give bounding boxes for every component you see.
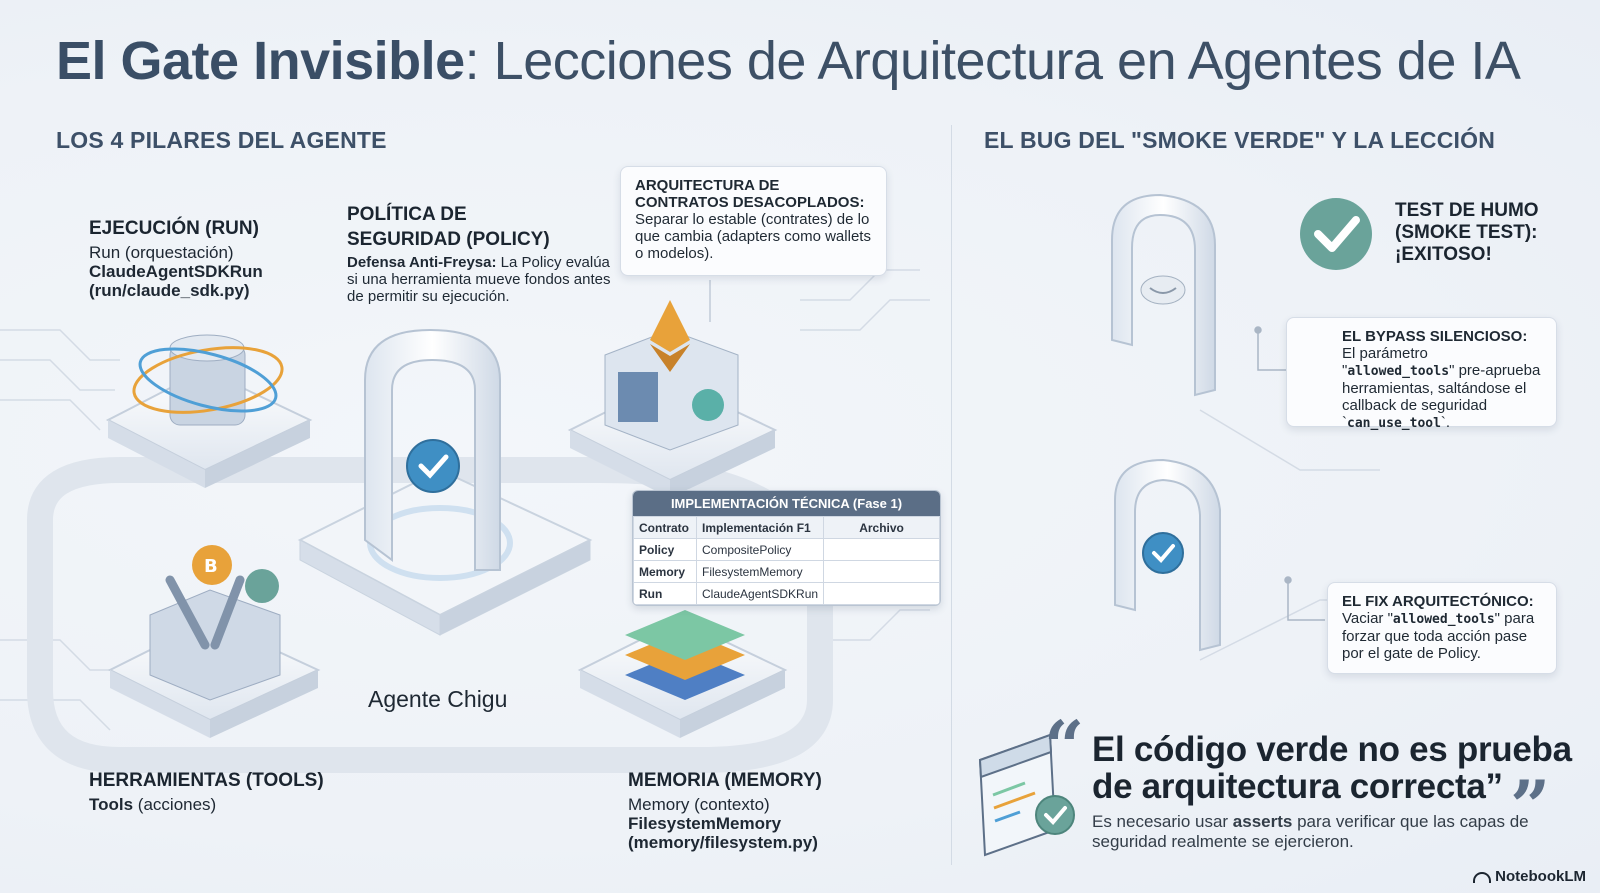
pillar-tools-desc: Tools (acciones) <box>89 795 217 814</box>
page-title: El Gate Invisible: Lecciones de Arquitec… <box>56 31 1521 91</box>
pillar-policy-heading-1: POLÍTICA DE <box>347 204 467 225</box>
pillar-memory: MEMORIA (MEMORY) Memory (contexto) Files… <box>628 770 822 852</box>
memory-platform <box>577 610 788 738</box>
table-row: Memory FilesystemMemory <box>633 560 940 583</box>
table-cell: CompositePolicy <box>695 538 825 561</box>
pillar-tools-heading: HERRAMIENTAS (TOOLS) <box>89 770 324 791</box>
pillar-run-line1: Run (orquestación) <box>89 243 234 262</box>
table-row: Policy CompositePolicy <box>633 538 940 561</box>
code-window-icon <box>978 733 1075 857</box>
pillar-run: EJECUCIÓN (RUN) Run (orquestación) Claud… <box>89 218 263 300</box>
fix-arch <box>1114 458 1221 652</box>
table-row: Run ClaudeAgentSDKRun <box>633 582 940 605</box>
pillar-run-line3: (run/claude_sdk.py) <box>89 281 250 300</box>
section-divider <box>951 125 952 865</box>
quote-text: El código verde no es prueba de arquitec… <box>1092 730 1572 806</box>
connector-lines <box>1254 326 1325 621</box>
check-icon <box>1300 198 1372 270</box>
run-platform <box>105 334 313 488</box>
pillar-policy-desc: Defensa Anti-Freysa: La Policy evalúa si… <box>347 254 611 305</box>
pillar-run-heading: EJECUCIÓN (RUN) <box>89 218 259 239</box>
pillar-run-line2: ClaudeAgentSDKRun <box>89 262 263 281</box>
svg-text:B: B <box>204 556 218 577</box>
central-platform <box>297 328 593 636</box>
close-quote-mark: ” <box>1510 765 1551 848</box>
table-cell: ClaudeAgentSDKRun <box>695 582 825 605</box>
smoke-test-label: TEST DE HUMO(SMOKE TEST):¡EXITOSO! <box>1395 200 1539 265</box>
table-cell: Run <box>633 582 697 605</box>
table-header-row: Contrato Implementación F1 Archivo <box>633 516 940 539</box>
bypass-callout: EL BYPASS SILENCIOSO: El parámetro "allo… <box>1286 317 1557 431</box>
contracts-callout: ARQUITECTURA DE CONTRATOS DESACOPLADOS: … <box>620 166 887 276</box>
table-cell <box>823 560 940 583</box>
table-cell <box>823 582 940 605</box>
table-header: Archivo <box>823 516 940 539</box>
implementation-table: IMPLEMENTACIÓN TÉCNICA (Fase 1) Contrato… <box>632 490 941 606</box>
right-section-heading: EL BUG DEL "SMOKE VERDE" Y LA LECCIÓN <box>984 127 1496 153</box>
agent-label: Agente Chigu <box>368 686 508 712</box>
table-header: Implementación F1 <box>695 516 825 539</box>
pillar-tools: HERRAMIENTAS (TOOLS) Tools (acciones) <box>89 770 324 814</box>
table-cell: Memory <box>633 560 697 583</box>
table-cell: FilesystemMemory <box>695 560 825 583</box>
brand-logo: NotebookLM <box>1473 868 1586 885</box>
open-quote-mark: “ <box>1044 705 1085 788</box>
pillar-policy-heading-2: SEGURIDAD (POLICY) <box>347 229 550 250</box>
notebooklm-icon <box>1473 871 1492 883</box>
quote-subtext: Es necesario usar asserts para verificar… <box>1092 812 1529 851</box>
pillar-memory-line2: FilesystemMemory <box>628 814 782 833</box>
table-title: IMPLEMENTACIÓN TÉCNICA (Fase 1) <box>633 491 940 516</box>
table-cell: Policy <box>633 538 697 561</box>
pillar-memory-line3: (memory/filesystem.py) <box>628 833 818 852</box>
smoke-arch <box>1111 193 1216 397</box>
left-section-heading: LOS 4 PILARES DEL AGENTE <box>56 127 387 153</box>
table-header: Contrato <box>633 516 697 539</box>
tools-platform: B <box>107 545 321 738</box>
table-cell <box>823 538 940 561</box>
pillar-memory-heading: MEMORIA (MEMORY) <box>628 770 822 791</box>
fix-callout: EL FIX ARQUITECTÓNICO: Vaciar "allowed_t… <box>1327 582 1557 674</box>
pillar-policy: POLÍTICA DE SEGURIDAD (POLICY) Defensa A… <box>347 204 617 305</box>
pillar-memory-line1: Memory (contexto) <box>628 795 770 814</box>
contracts-platform <box>567 280 778 498</box>
circuit-lines <box>0 269 1400 731</box>
